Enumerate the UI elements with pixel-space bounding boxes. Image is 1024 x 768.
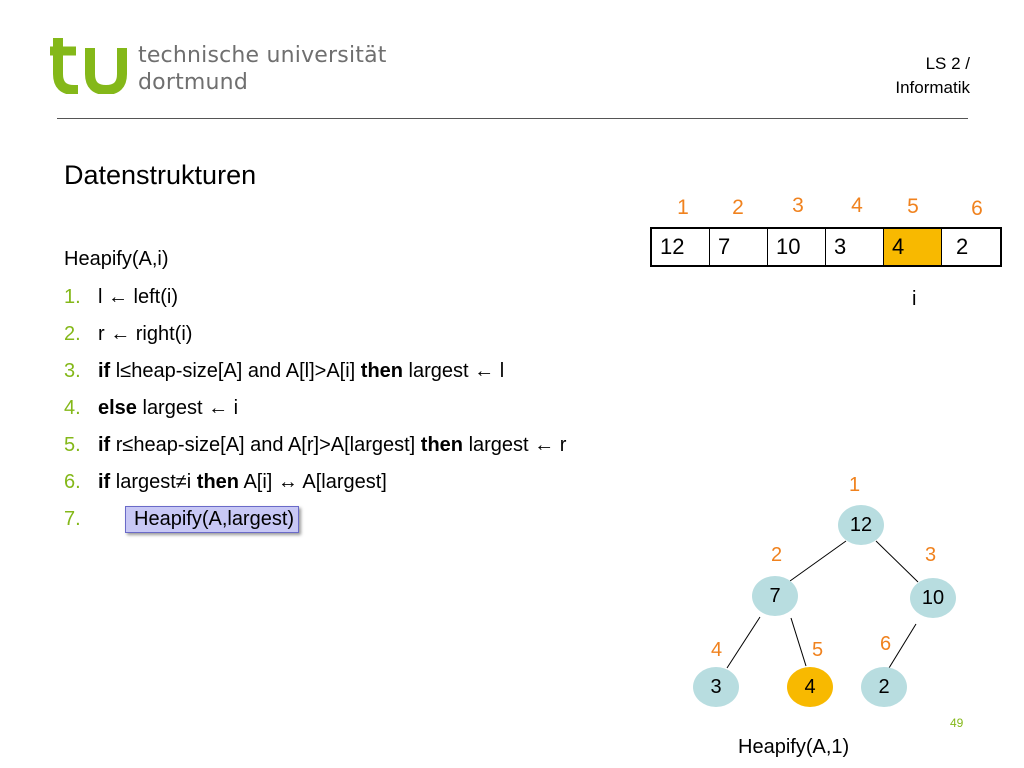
tree-index-1: 1 — [849, 474, 861, 496]
index-pointer-label: i — [912, 288, 917, 310]
array-cell: 7 — [710, 229, 768, 265]
heap-array: 12 7 10 3 4 2 — [650, 227, 1002, 267]
university-name-line1: technische universität — [138, 43, 387, 68]
tree-index-6: 6 — [880, 633, 892, 655]
header-divider — [57, 118, 968, 119]
tree-index-3: 3 — [925, 544, 937, 566]
condition-text: l≤heap-size[A] and A[l]>A[i] — [110, 360, 361, 382]
array-index-6: 6 — [971, 197, 983, 220]
line-number: 6. — [64, 471, 81, 493]
slide-title: Datenstrukturen — [64, 160, 257, 190]
chair-label-line2: Informatik — [895, 78, 970, 97]
tree-node-2: 7 — [752, 576, 798, 616]
condition-text: largest≠i — [110, 471, 197, 493]
keyword-if: if — [98, 434, 111, 456]
keyword-else: else — [98, 397, 137, 419]
tree-index-5: 5 — [812, 639, 824, 661]
university-name-line2: dortmund — [138, 70, 248, 95]
tree-edge — [726, 616, 761, 669]
line-text: r ← right(i) — [98, 323, 193, 345]
action-text: A[i] ↔ A[largest] — [239, 471, 387, 493]
recursive-call-highlight: Heapify(A,largest) — [125, 506, 300, 533]
page-number: 49 — [950, 716, 964, 730]
array-index-4: 4 — [851, 194, 863, 217]
chair-label-line1: LS 2 / — [925, 54, 970, 73]
tree-caption: Heapify(A,1) — [738, 736, 850, 758]
action-text: largest ← i — [136, 397, 239, 419]
line-number: 4. — [64, 397, 81, 419]
code-line-4: 4. else largest ← i — [64, 397, 238, 420]
code-line-6: 6. if largest≠i then A[i] ↔ A[largest] — [64, 471, 387, 494]
action-text: largest ← r — [463, 434, 567, 456]
tree-index-2: 2 — [771, 544, 783, 566]
code-line-1: 1. l ← left(i) — [64, 286, 178, 309]
line-text: l ← left(i) — [98, 286, 178, 308]
tree-edge — [789, 540, 847, 582]
array-cell: 2 — [956, 234, 969, 259]
keyword-then: then — [420, 434, 464, 456]
line-number: 2. — [64, 323, 81, 345]
code-line-7: 7. Heapify(A,largest) — [64, 506, 300, 533]
tu-logo — [50, 38, 127, 94]
array-index-1: 1 — [677, 196, 689, 219]
code-header: Heapify(A,i) — [64, 248, 169, 270]
array-cell: 12 — [652, 229, 710, 265]
keyword-if: if — [98, 471, 111, 493]
tree-node-4: 3 — [693, 667, 739, 707]
code-line-5: 5.if r≤heap-size[A] and A[r]>A[largest] … — [64, 434, 566, 457]
line-number: 7. — [64, 508, 81, 530]
line-number: 1. — [64, 286, 81, 308]
array-cell: 3 — [826, 229, 884, 265]
array-index-3: 3 — [792, 194, 804, 217]
tree-index-4: 4 — [711, 639, 723, 661]
tree-edge — [790, 617, 807, 667]
condition-text: r≤heap-size[A] and A[r]>A[largest] — [110, 434, 421, 456]
array-index-5: 5 — [907, 195, 919, 218]
tree-node-5-highlighted: 4 — [787, 667, 833, 707]
code-line-2: 2. r ← right(i) — [64, 323, 192, 346]
keyword-then: then — [360, 360, 403, 382]
action-text: largest ← l — [403, 360, 505, 382]
keyword-then: then — [196, 471, 239, 493]
array-cell-highlighted: 4 — [884, 229, 942, 265]
tree-edge — [888, 623, 917, 669]
line-number: 3. — [64, 360, 81, 382]
array-index-2: 2 — [732, 196, 744, 219]
tree-node-6: 2 — [861, 667, 907, 707]
tree-edge — [875, 540, 919, 583]
keyword-if: if — [98, 360, 111, 382]
line-number: 5. — [64, 434, 81, 456]
array-cell: 10 — [768, 229, 826, 265]
tree-node-1: 12 — [838, 505, 884, 545]
code-line-3: 3. if l≤heap-size[A] and A[l]>A[i] then l… — [64, 360, 504, 383]
tree-node-3: 10 — [910, 578, 956, 618]
